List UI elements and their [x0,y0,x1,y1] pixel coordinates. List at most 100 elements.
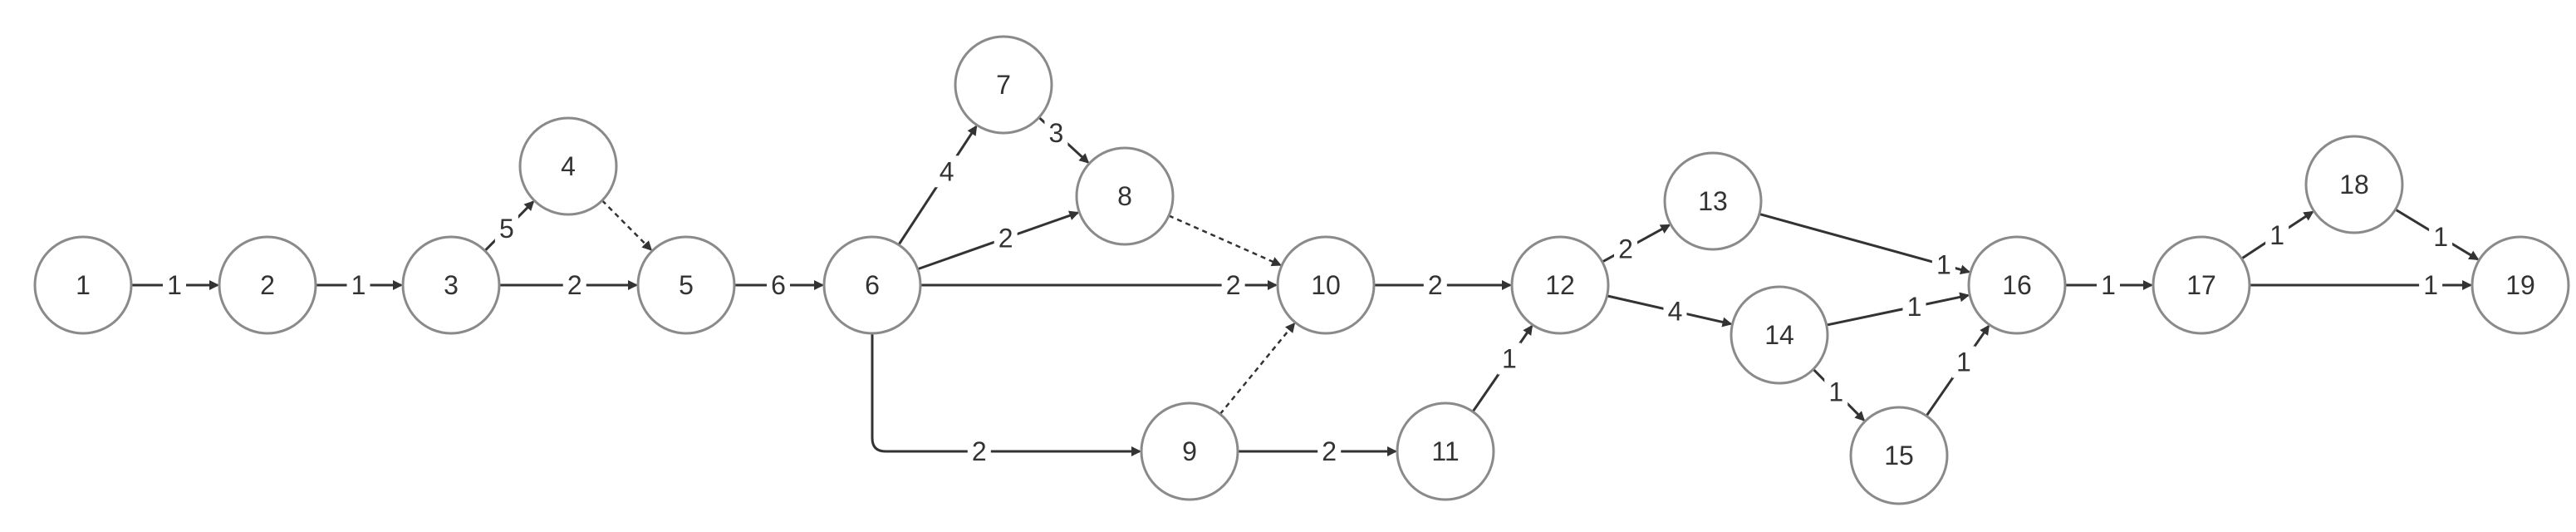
node-label: 4 [561,151,576,181]
edge-2-3: 1 [316,269,403,301]
edge-label-background [935,155,959,188]
edge-weight-label: 1 [2433,222,2448,252]
edge-6-7: 4 [897,125,978,246]
edge-label-background [2097,269,2120,301]
node-label: 19 [2505,270,2535,300]
edge-weight-label: 1 [2101,270,2116,300]
edge-label-background [2429,220,2453,253]
node-5: 5 [636,235,736,335]
node-label: 12 [1545,270,1575,300]
node-18: 18 [2304,135,2404,234]
edge-12-14: 4 [1607,294,1733,328]
node-label: 5 [679,270,694,300]
node-19: 19 [2471,235,2570,335]
edge-17-18: 1 [2240,210,2314,260]
edge-label-background [346,269,370,301]
edge-label-background [1902,290,1926,323]
node-label: 6 [865,270,880,300]
node-circle [954,35,1053,135]
node-circle [636,235,736,335]
node-circle [1396,401,1495,501]
edge-weight-label: 2 [1226,270,1241,300]
edge-weight-label: 1 [1936,250,1951,280]
node-label: 1 [76,270,91,300]
edge-weight-label: 1 [2423,270,2438,300]
edge-line [1826,292,1970,327]
edge-line [1168,214,1282,267]
node-circle [1276,235,1376,335]
node-circle [2471,235,2570,335]
edge-8-10 [1168,214,1282,267]
edge-label-background [2265,219,2289,252]
node-label: 14 [1764,320,1794,350]
node-circle [2152,235,2251,335]
node-9: 9 [1140,401,1239,501]
edge-label-background [1317,436,1342,467]
edge-weight-label: 1 [2269,220,2284,250]
node-circle [1075,146,1175,246]
node-label: 17 [2186,270,2216,300]
node-label: 15 [1884,441,1914,470]
node-3: 3 [401,235,501,335]
node-circle [401,235,501,335]
edge-line [1219,322,1296,415]
edge-6-10: 2 [920,269,1278,301]
edge-weight-label: 1 [1828,377,1843,407]
edge-label-background [1614,233,1638,265]
edge-label-background [1663,295,1687,328]
edge-weight-label: 2 [1618,234,1633,264]
edge-15-16: 1 [1925,324,1990,417]
edge-11-12: 1 [1471,324,1533,413]
node-circle [1663,151,1763,251]
edge-1-2: 1 [131,269,219,301]
edge-weight-label: 5 [499,214,514,244]
edge-line [871,333,1141,456]
edge-7-8: 3 [1038,116,1090,164]
edge-12-13: 2 [1602,224,1671,265]
node-13: 13 [1663,151,1763,251]
node-12: 12 [1510,235,1610,335]
edge-17-19: 1 [2250,269,2472,301]
node-15: 15 [1849,406,1949,505]
node-label: 13 [1698,186,1728,216]
edge-weight-label: 4 [940,156,954,186]
edge-label-background [163,269,186,301]
edge-weight-label: 2 [567,270,582,300]
node-label: 11 [1431,436,1459,466]
edge-14-16: 1 [1826,290,1970,327]
node-11: 11 [1396,401,1495,501]
node-circle [1849,406,1949,505]
edge-3-4: 5 [483,200,535,252]
edge-label-background [1221,269,1245,301]
edge-weight-label: 1 [1956,347,1971,377]
edge-18-19: 1 [2394,208,2480,261]
edge-line [601,200,653,251]
edge-label-background [1931,249,1955,281]
edge-label-background [562,269,586,301]
edge-label-background [494,213,518,245]
node-14: 14 [1730,285,1829,385]
node-1: 1 [33,235,133,335]
edge-14-15: 1 [1812,368,1866,421]
edge-weight-label: 2 [1428,270,1443,300]
edge-16-17: 1 [2065,269,2153,301]
edge-label-background [1951,346,1975,378]
node-circle [822,235,922,335]
edge-3-5: 2 [499,269,638,301]
node-16: 16 [1967,235,2067,335]
node-circle [1967,235,2067,335]
node-10: 10 [1276,235,1376,335]
edge-weight-label: 2 [999,223,1013,253]
edge-weight-label: 1 [351,270,366,300]
node-7: 7 [954,35,1053,135]
node-label: 3 [444,270,459,300]
node-8: 8 [1075,146,1175,246]
node-6: 6 [822,235,922,335]
node-label: 10 [1311,270,1341,300]
edge-weight-label: 2 [972,436,987,466]
edge-5-6: 6 [734,269,824,301]
edge-9-11: 2 [1238,436,1397,467]
node-label: 2 [260,270,275,300]
